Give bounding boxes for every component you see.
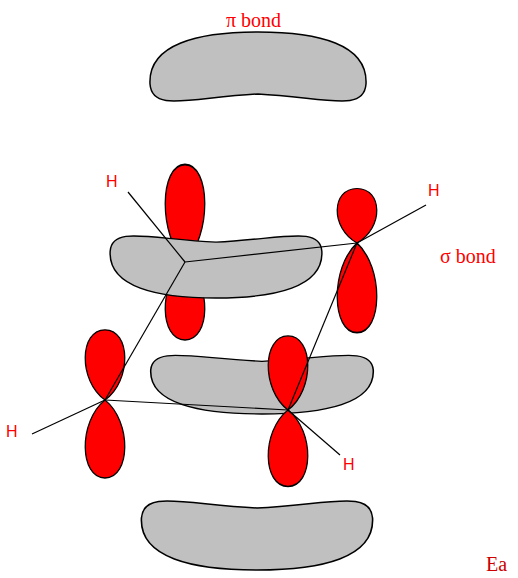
atom-label: H bbox=[343, 457, 355, 473]
p-orbital-lobe bbox=[337, 243, 377, 333]
p-orbital-lobe bbox=[85, 330, 125, 400]
note-label: Ea bbox=[486, 554, 507, 574]
p-orbital-lobe bbox=[268, 336, 308, 410]
pi-cloud bbox=[110, 236, 322, 298]
pi-cloud bbox=[141, 501, 372, 570]
sigma-bond-lines bbox=[32, 192, 426, 455]
p-orbital-lobe bbox=[85, 400, 125, 478]
atom-label: H bbox=[6, 424, 18, 440]
orbital-label: π bond bbox=[226, 10, 281, 30]
orbital-label: σ bond bbox=[440, 246, 496, 266]
atom-label: H bbox=[428, 183, 440, 199]
pi-cloud bbox=[151, 355, 374, 414]
pi-cloud bbox=[150, 32, 366, 101]
atom-label: H bbox=[106, 174, 118, 190]
